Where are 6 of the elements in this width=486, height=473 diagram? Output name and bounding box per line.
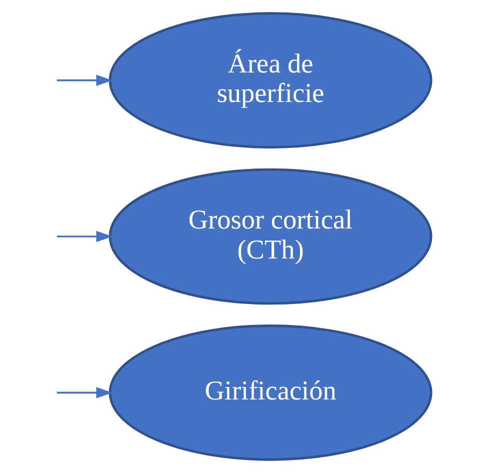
arrow — [56, 387, 112, 398]
arrow — [56, 230, 112, 242]
node-ellipse: Grosor cortical (CTh) — [108, 168, 432, 305]
arrow — [56, 74, 112, 86]
node-ellipse: Área de superficie — [108, 12, 432, 148]
node-ellipse: Girificación — [108, 324, 432, 461]
